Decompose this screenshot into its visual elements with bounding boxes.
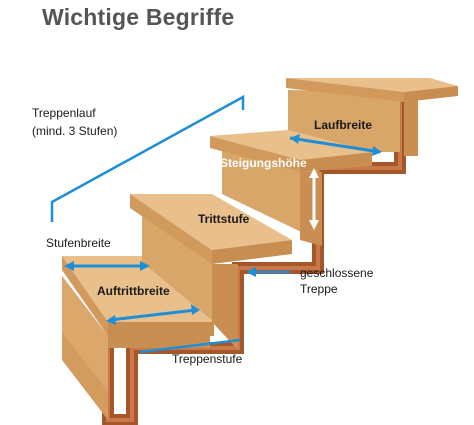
step4-tread xyxy=(286,78,458,92)
step4-tread-front xyxy=(404,86,458,102)
label-trittstufe: Trittstufe xyxy=(198,212,250,226)
step2-riser-face xyxy=(142,206,214,322)
auftrittbreite-arrowhead-left xyxy=(106,315,116,325)
treppenlauf-line xyxy=(50,94,245,222)
label-treppenlauf-2: (mind. 3 Stufen) xyxy=(32,124,118,138)
steigungshoehe-arrowhead-top xyxy=(309,168,319,178)
step1-riser xyxy=(108,336,210,348)
laufbreite-arrow xyxy=(289,136,381,154)
label-geschlossene-2: Treppe xyxy=(300,282,338,296)
step4-riser-face xyxy=(288,90,400,152)
step3-riser-face xyxy=(222,150,318,240)
step1-tread-edge xyxy=(62,256,108,336)
step3-tread-edge xyxy=(210,136,300,172)
step2-tread xyxy=(130,194,292,250)
step1-riser-face xyxy=(62,276,108,392)
step1-tread-front xyxy=(108,322,214,336)
label-laufbreite: Laufbreite xyxy=(314,118,373,132)
auftrittbreite-arrow xyxy=(109,308,197,322)
label-auftrittbreite: Auftrittbreite xyxy=(97,284,170,298)
laufbreite-arrowhead-right xyxy=(372,146,382,156)
step3-tread xyxy=(210,130,372,160)
label-steigungshoehe: Steigungshöhe xyxy=(220,156,307,170)
label-treppenlauf-1: Treppenlauf xyxy=(32,106,96,120)
step4-tread-edge xyxy=(286,78,404,102)
auftrittbreite-arrowhead-right xyxy=(191,304,200,315)
label-stufenbreite: Stufenbreite xyxy=(46,236,111,250)
step3-tread-front xyxy=(300,152,372,172)
label-treppenstufe: Treppenstufe xyxy=(172,352,243,366)
geschlossene-arrowhead xyxy=(246,267,256,277)
step3-side xyxy=(300,172,322,246)
step2-tread-edge xyxy=(130,194,212,264)
treppenstufe-pointer xyxy=(139,338,241,354)
label-geschlossene-1: geschlossene xyxy=(300,266,374,280)
steigungshoehe-arrowhead-bottom xyxy=(309,220,319,230)
step2-tread-front xyxy=(212,240,292,264)
stufenbreite-arrowhead-right xyxy=(140,261,150,271)
step1-tread xyxy=(62,256,214,322)
diagram-title: Wichtige Begriffe xyxy=(42,4,235,30)
step2-side xyxy=(212,264,238,350)
laufbreite-arrowhead-left xyxy=(290,134,300,144)
stufenbreite-arrowhead-left xyxy=(64,261,74,271)
step4-side xyxy=(404,100,418,156)
